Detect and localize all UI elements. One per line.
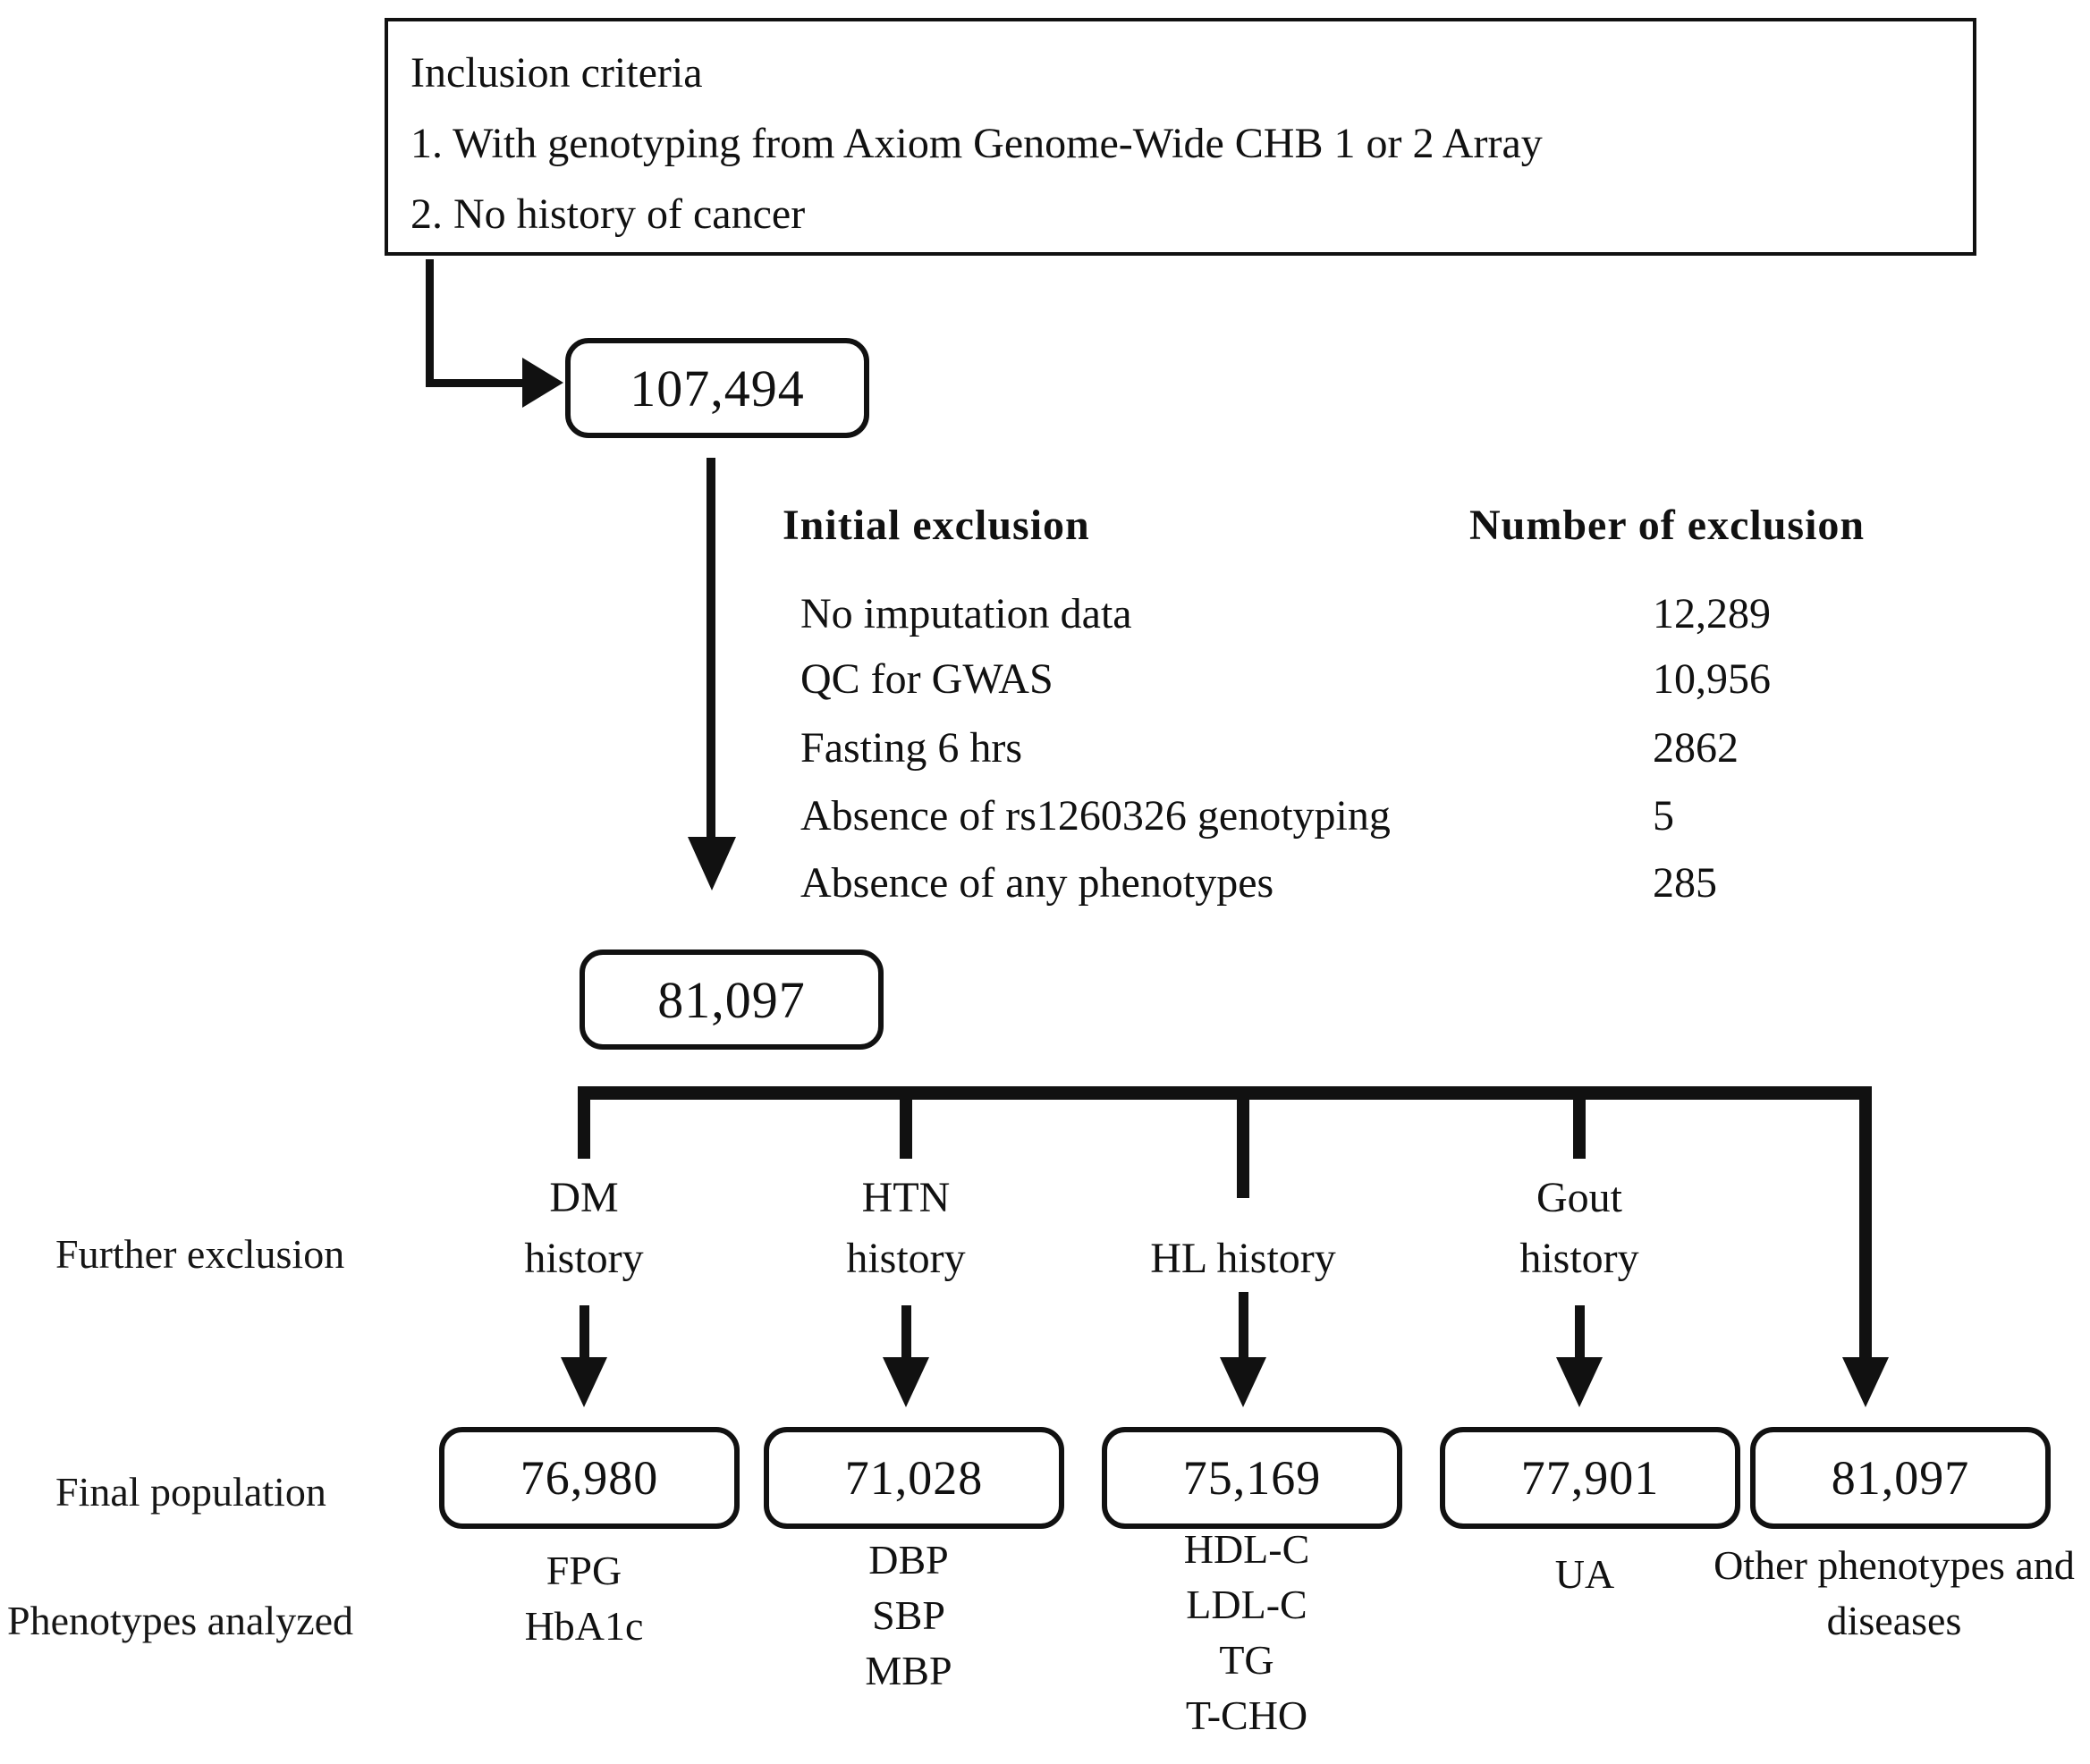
final-population-node-4: 77,901 <box>1440 1427 1740 1529</box>
branch-2-arrow-line <box>901 1305 911 1357</box>
branch-trunk-line <box>578 1086 1872 1100</box>
inclusion-item-1: 1. With genotyping from Axiom Genome-Wid… <box>410 120 1543 167</box>
branch-4-arrow-line <box>1575 1305 1585 1357</box>
phenotypes-analyzed-label: Phenotypes analyzed <box>7 1598 354 1643</box>
phenotype-item: FPG <box>546 1548 622 1593</box>
initial-population-value: 107,494 <box>630 359 805 418</box>
phenotype-list-1: FPG HbA1c <box>441 1543 727 1654</box>
branch-2-exclusion-label: HTN history <box>763 1168 1049 1289</box>
inclusion-criteria-box: Inclusion criteria 1. With genotyping fr… <box>385 18 1976 256</box>
arrow-down-icon <box>1220 1357 1266 1407</box>
phenotype-item: HbA1c <box>524 1603 644 1649</box>
exclusion-count: 2862 <box>1653 724 1739 772</box>
final-population-node-5: 81,097 <box>1750 1427 2051 1529</box>
branch-3-arrow-line <box>1239 1292 1248 1357</box>
branch-3-exclusion-label: HL history <box>1064 1228 1422 1289</box>
inclusion-title: Inclusion criteria <box>410 49 703 97</box>
exclusion-label: No imputation data <box>800 590 1132 637</box>
arrow-down-icon <box>1842 1357 1889 1407</box>
branch-4-line <box>1573 1100 1586 1159</box>
arrow-down-icon <box>1556 1357 1603 1407</box>
phenotype-item: MBP <box>865 1648 952 1693</box>
branch-4-exclusion-line: history <box>1519 1235 1639 1282</box>
final-population-value: 77,901 <box>1520 1451 1660 1505</box>
main-flow-arrow-line <box>707 458 715 842</box>
branch-1-arrow-line <box>580 1305 589 1357</box>
branch-2-exclusion-line: history <box>846 1235 966 1282</box>
exclusion-label: Absence of any phenotypes <box>800 859 1274 907</box>
branch-1-exclusion-label: DM history <box>441 1168 727 1289</box>
branch-2-line <box>900 1100 912 1159</box>
final-population-node-1: 76,980 <box>439 1427 740 1529</box>
final-population-node-3: 75,169 <box>1102 1427 1402 1529</box>
arrow-down-icon <box>561 1357 607 1407</box>
arrow-right-icon <box>522 358 563 408</box>
final-population-label: Final population <box>55 1469 326 1515</box>
further-exclusion-label: Further exclusion <box>55 1231 345 1277</box>
phenotype-item: SBP <box>872 1592 945 1638</box>
final-population-value: 76,980 <box>520 1451 659 1505</box>
post-exclusion-population-value: 81,097 <box>657 970 806 1029</box>
branch-3-exclusion-line: HL history <box>1150 1235 1336 1282</box>
exclusion-count: 10,956 <box>1653 655 1771 703</box>
phenotype-list-5: Other phenotypes and diseases <box>1696 1538 2090 1649</box>
exclusion-label: Absence of rs1260326 genotyping <box>800 792 1391 840</box>
branch-3-line <box>1237 1100 1249 1198</box>
final-population-value: 81,097 <box>1831 1451 1970 1505</box>
arrow-down-icon <box>883 1357 929 1407</box>
exclusion-count: 285 <box>1653 859 1717 907</box>
branch-1-line <box>578 1100 590 1159</box>
branch-5-line <box>1859 1100 1872 1359</box>
number-of-exclusion-title: Number of exclusion <box>1469 502 1866 549</box>
exclusion-label: QC for GWAS <box>800 655 1053 703</box>
final-population-value: 71,028 <box>844 1451 984 1505</box>
exclusion-label: Fasting 6 hrs <box>800 724 1023 772</box>
phenotype-item: LDL-C <box>1186 1582 1307 1627</box>
final-population-value: 75,169 <box>1182 1451 1322 1505</box>
elbow-arrow-vertical-line <box>426 259 434 387</box>
phenotype-item: TG <box>1219 1637 1274 1683</box>
exclusion-count: 12,289 <box>1653 590 1771 637</box>
elbow-arrow-horizontal-line <box>426 379 524 387</box>
branch-4-exclusion-label: Gout history <box>1436 1168 1722 1289</box>
phenotype-list-3: HDL-C LDL-C TG T-CHO <box>1104 1522 1390 1743</box>
inclusion-item-2: 2. No history of cancer <box>410 190 806 238</box>
branch-1-exclusion-line: history <box>524 1235 644 1282</box>
branch-1-exclusion-line: DM <box>549 1174 619 1221</box>
arrow-down-icon <box>688 837 736 890</box>
initial-exclusion-title: Initial exclusion <box>783 502 1090 549</box>
phenotype-item: HDL-C <box>1183 1526 1310 1572</box>
phenotype-list-2: DBP SBP MBP <box>766 1532 1052 1699</box>
phenotype-item: DBP <box>868 1537 949 1583</box>
final-population-node-2: 71,028 <box>764 1427 1064 1529</box>
node-post-exclusion-population: 81,097 <box>580 950 884 1050</box>
branch-4-exclusion-line: Gout <box>1536 1174 1622 1221</box>
exclusion-count: 5 <box>1653 792 1674 840</box>
node-initial-population: 107,494 <box>565 338 869 438</box>
branch-2-exclusion-line: HTN <box>861 1174 951 1221</box>
phenotype-list-4: UA <box>1442 1547 1728 1602</box>
phenotype-item: T-CHO <box>1185 1692 1308 1738</box>
phenotype-item: Other phenotypes and diseases <box>1713 1542 2075 1643</box>
phenotype-item: UA <box>1554 1551 1615 1597</box>
